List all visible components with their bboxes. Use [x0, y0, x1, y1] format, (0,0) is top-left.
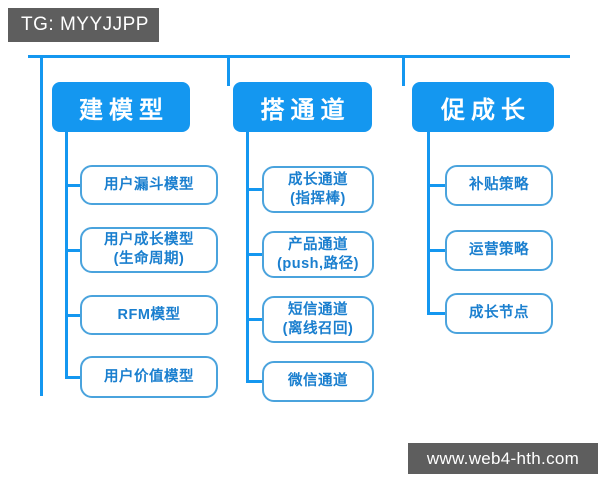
connector-line — [427, 312, 445, 315]
connector-line — [246, 130, 249, 383]
node-1-1: 用户漏斗模型 — [80, 165, 218, 205]
connector-line — [65, 375, 80, 379]
website-watermark: www.web4-hth.com — [408, 443, 598, 474]
node-text-line: (生命周期) — [113, 251, 185, 267]
connector-line — [246, 253, 262, 256]
node-text-line: 成长节点 — [469, 305, 529, 321]
node-2-2: 产品通道 (push,路径) — [262, 231, 374, 278]
connector-line — [246, 380, 262, 383]
node-text-line: 产品通道 — [288, 236, 348, 253]
node-text-line: RFM模型 — [117, 306, 181, 323]
connector-line — [246, 318, 262, 321]
node-2-4: 微信通道 — [262, 361, 374, 402]
tg-badge-text: TG: MYYJJPP — [21, 14, 149, 35]
node-text-line: 微信通道 — [288, 373, 348, 389]
branch-header-2: 搭通道 — [233, 82, 372, 132]
node-text-line: (指挥棒) — [290, 190, 346, 207]
branch-header-3: 促成长 — [412, 82, 554, 132]
node-text-line: 用户漏斗模型 — [104, 176, 194, 193]
connector-line — [65, 248, 80, 252]
website-watermark-text: www.web4-hth.com — [426, 448, 580, 468]
branch-header-1: 建模型 — [52, 82, 190, 132]
node-text-line: (push,路径) — [277, 255, 359, 272]
node-1-2: 用户成长模型 (生命周期) — [80, 227, 218, 273]
node-text-line: (离线召回) — [282, 320, 354, 337]
node-text-line: 成长通道 — [288, 171, 348, 188]
tg-badge: TG: MYYJJPP — [8, 8, 159, 42]
connector-line — [28, 55, 570, 58]
connector-line — [65, 183, 80, 187]
node-3-2: 运营策略 — [445, 230, 553, 271]
connector-line — [65, 130, 68, 379]
node-text-line: 补贴策略 — [469, 177, 529, 193]
connector-line — [40, 55, 43, 396]
node-1-3: RFM模型 — [80, 295, 218, 335]
connector-line — [427, 249, 445, 252]
node-text-line: 用户价值模型 — [104, 368, 194, 385]
connector-line — [65, 313, 80, 317]
connector-line — [246, 188, 262, 191]
connector-line — [427, 184, 445, 187]
node-3-3: 成长节点 — [445, 293, 553, 334]
node-1-4: 用户价值模型 — [80, 356, 218, 398]
node-2-1: 成长通道 (指挥棒) — [262, 166, 374, 213]
node-3-1: 补贴策略 — [445, 165, 553, 206]
node-text-line: 用户成长模型 — [104, 232, 194, 248]
node-2-3: 短信通道 (离线召回) — [262, 296, 374, 343]
connector-line — [427, 130, 430, 315]
node-text-line: 运营策略 — [469, 242, 529, 258]
connector-line — [402, 55, 405, 86]
connector-line — [227, 55, 230, 86]
node-text-line: 短信通道 — [288, 301, 348, 318]
